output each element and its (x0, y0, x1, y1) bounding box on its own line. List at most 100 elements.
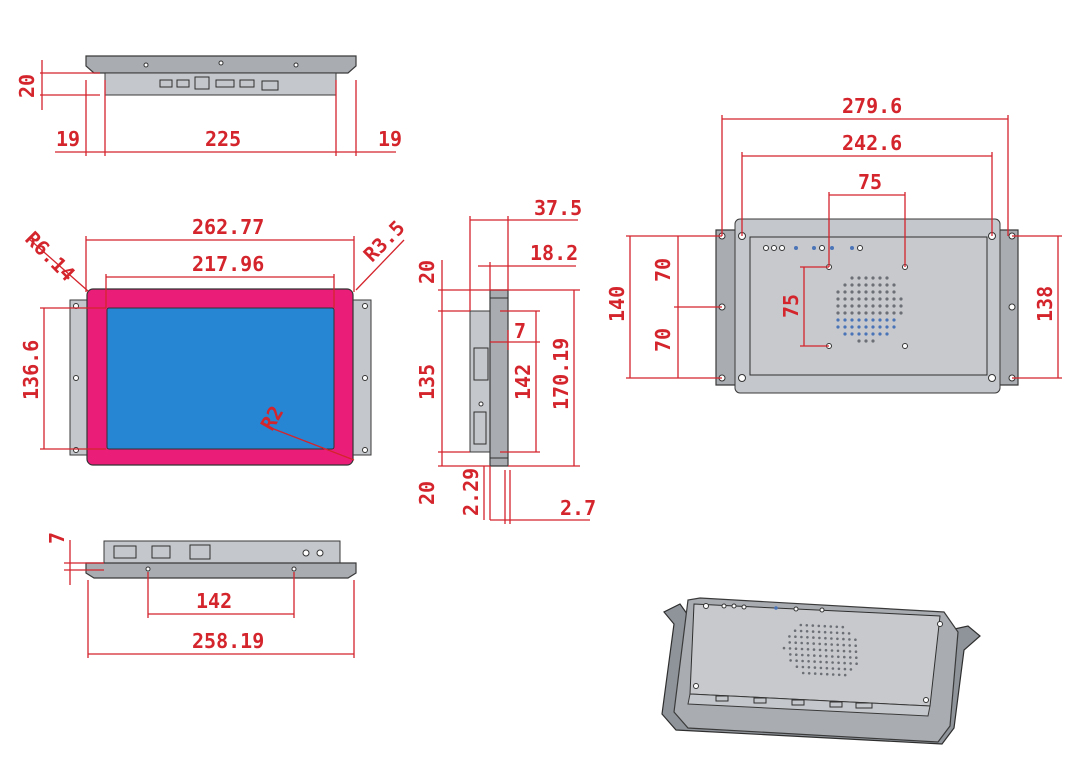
vent-hole (885, 332, 889, 336)
vent-hole (885, 290, 889, 294)
vent-hole (871, 311, 875, 315)
vent-hole (807, 666, 811, 669)
vent-hole (864, 276, 868, 280)
vent-hole (885, 297, 889, 301)
vent-hole (871, 297, 875, 301)
vent-hole (836, 637, 839, 641)
top-dim-19-left: 19 (56, 127, 80, 151)
vent-hole (850, 325, 854, 329)
vent-hole (854, 638, 857, 641)
front-dim-136-6: 136.6 (19, 340, 43, 400)
vent-hole (850, 332, 854, 336)
vent-hole (849, 656, 852, 659)
vent-hole (836, 297, 840, 301)
side-dim-20-top: 20 (415, 260, 439, 284)
vent-hole (871, 318, 875, 322)
vent-hole (871, 332, 875, 336)
vent-hole (831, 673, 835, 676)
vent-hole (829, 631, 833, 634)
vent-hole (850, 318, 854, 322)
vent-hole (805, 624, 809, 627)
vent-hole (892, 304, 896, 308)
vent-hole (899, 304, 903, 308)
vent-hole (807, 654, 810, 657)
vent-hole (789, 653, 792, 656)
vent-hole (825, 672, 829, 676)
vent-hole (843, 290, 847, 294)
vent-hole (842, 649, 846, 653)
front-dim-217-96: 217.96 (192, 252, 264, 276)
vent-hole (801, 665, 805, 669)
vent-hole (871, 339, 875, 343)
vent-hole (811, 624, 815, 627)
vent-hole (878, 290, 882, 294)
vent-hole (871, 276, 875, 280)
vent-hole (824, 636, 827, 640)
vent-hole (819, 672, 823, 676)
vent-hole (806, 648, 810, 651)
vent-hole (855, 656, 858, 659)
vent-hole (892, 311, 896, 315)
vent-hole (801, 659, 804, 663)
vent-hole (848, 644, 851, 647)
rear-dim-75-top: 75 (858, 170, 882, 194)
vent-hole (864, 325, 868, 329)
vent-hole (850, 283, 854, 287)
vent-hole (864, 311, 868, 315)
vent-hole (864, 304, 868, 308)
vent-hole (847, 632, 851, 635)
vent-hole (842, 637, 845, 641)
vent-hole (801, 671, 805, 675)
vent-hole (855, 662, 858, 665)
vent-hole (850, 311, 854, 315)
vent-hole (818, 636, 821, 640)
vent-hole (831, 667, 835, 670)
top-dim-20: 20 (15, 74, 39, 98)
vent-hole (823, 630, 827, 634)
vent-hole (799, 623, 803, 627)
vent-hole (850, 276, 854, 280)
vent-hole (849, 668, 853, 671)
vent-hole (892, 325, 896, 329)
vent-hole (864, 318, 868, 322)
vent-hole (885, 325, 889, 329)
top-view: 20 19 225 19 (15, 55, 402, 156)
vent-hole (857, 304, 861, 308)
vent-hole (857, 332, 861, 336)
vent-hole (857, 297, 861, 301)
vent-hole (794, 647, 798, 650)
vent-hole (824, 648, 828, 652)
vent-hole (800, 647, 804, 651)
vent-hole (885, 318, 889, 322)
rear-dim-138: 138 (1033, 286, 1057, 322)
side-dim-170-19: 170.19 (549, 338, 573, 410)
vent-hole (871, 290, 875, 294)
vent-hole (817, 624, 821, 628)
vent-hole (805, 630, 809, 633)
rear-view: 279.6 242.6 75 70 70 140 75 138 (605, 94, 1062, 394)
vent-hole (843, 655, 846, 659)
vent-hole (806, 642, 809, 645)
vent-hole (795, 665, 799, 668)
vent-hole (843, 673, 847, 677)
vent-hole (801, 653, 804, 657)
top-dim-19-right: 19 (378, 127, 402, 151)
vent-hole (841, 631, 845, 635)
vent-hole (825, 654, 828, 658)
vent-hole (892, 318, 896, 322)
vent-hole (854, 650, 858, 653)
vent-hole (885, 311, 889, 315)
vent-hole (843, 667, 847, 671)
side-dim-2-29: 2.29 (459, 468, 483, 516)
rear-dim-242-6: 242.6 (842, 131, 902, 155)
vent-hole (854, 644, 857, 647)
vent-hole (836, 325, 840, 329)
vent-hole (837, 667, 841, 671)
vent-hole (885, 304, 889, 308)
vent-hole (899, 297, 903, 301)
vent-hole (837, 655, 840, 659)
vent-hole (843, 297, 847, 301)
vent-hole (825, 660, 828, 664)
vent-hole (857, 276, 861, 280)
